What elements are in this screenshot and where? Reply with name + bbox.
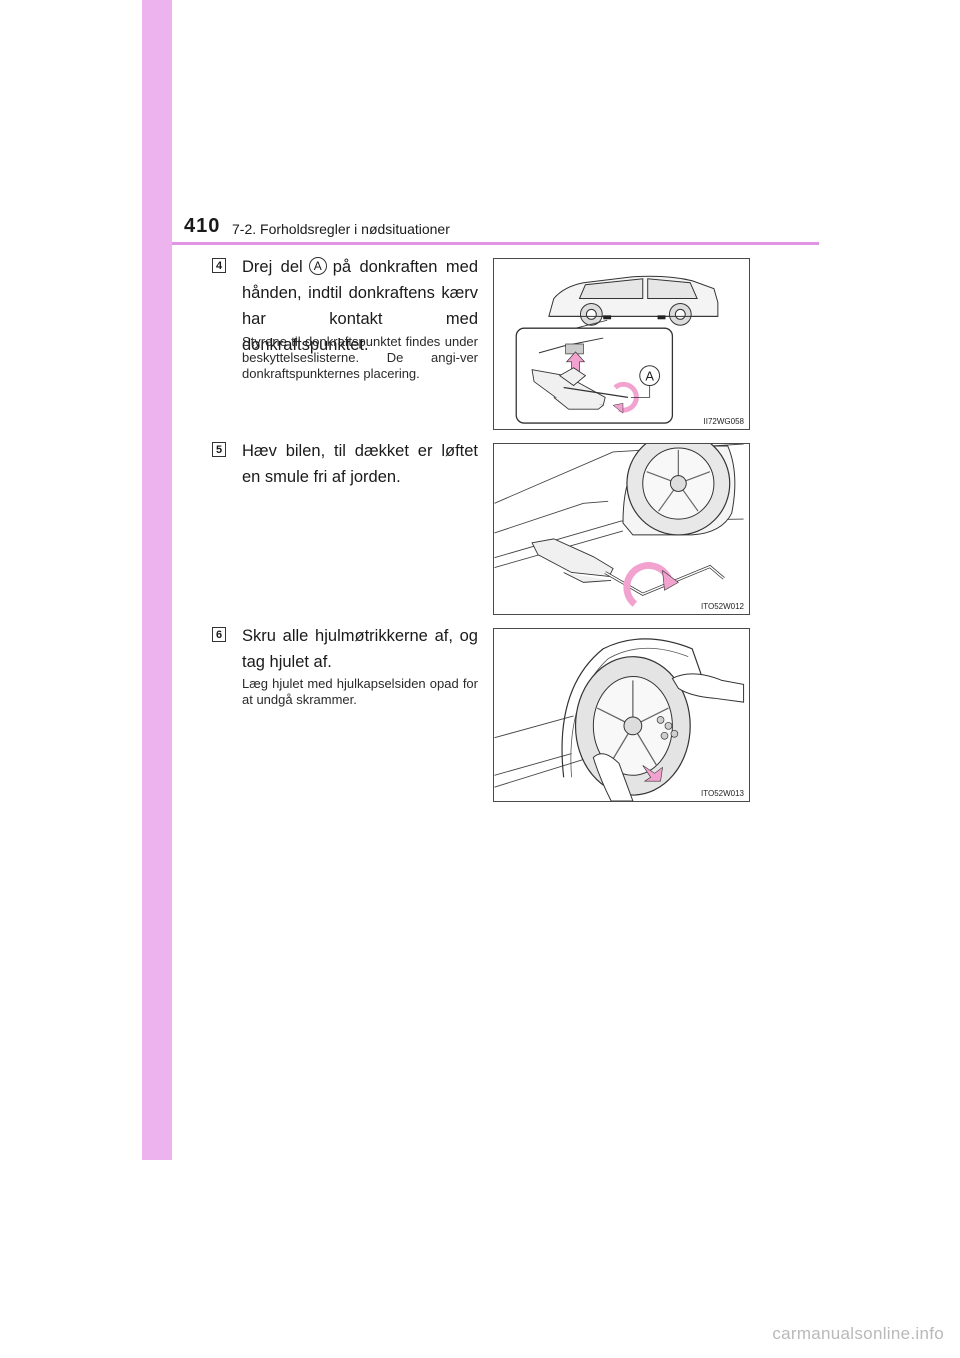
step-4-text-part2: på donkraften med hånden, indtil donkraf… xyxy=(242,258,479,354)
remove-wheel-illustration xyxy=(494,638,745,801)
figure-raise-car: ITO52W012 xyxy=(493,443,750,615)
watermark[interactable]: carmanualsonline.info xyxy=(772,1324,944,1343)
step-number-4: 4 xyxy=(212,258,226,273)
callout-a-icon: A xyxy=(308,257,327,275)
step-6-text: Skru alle hjulmøtrikkerne af, og tag hju… xyxy=(242,627,478,671)
jack-illustration: A xyxy=(515,275,719,424)
step-number-6: 6 xyxy=(212,627,226,642)
figure-callout-a: A xyxy=(645,369,654,384)
figure-code: II72WG058 xyxy=(703,417,744,426)
step-4-subtext: Styrene til donkraftspunktet findes unde… xyxy=(242,334,478,381)
page-number: 410 xyxy=(184,215,221,237)
figure-code: ITO52W013 xyxy=(701,789,744,798)
sidebar-tab xyxy=(142,0,172,1160)
section-title: 7-2. Forholdsregler i nødsituationer xyxy=(232,221,450,237)
header-rule xyxy=(172,242,819,245)
step-5-text: Hæv bilen, til dækket er løftet en smule… xyxy=(242,442,478,486)
figure-code: ITO52W012 xyxy=(701,602,744,611)
raise-car-illustration xyxy=(494,444,744,607)
step-number-5: 5 xyxy=(212,442,226,457)
step-4-text-part1: Drej del xyxy=(242,258,303,276)
figure-remove-wheel: ITO52W013 xyxy=(493,628,750,802)
step-6-subtext: Læg hjulet med hjulkapselsiden opad for … xyxy=(242,676,478,707)
figure-jack-rotate: A II72WG058 xyxy=(493,258,750,430)
